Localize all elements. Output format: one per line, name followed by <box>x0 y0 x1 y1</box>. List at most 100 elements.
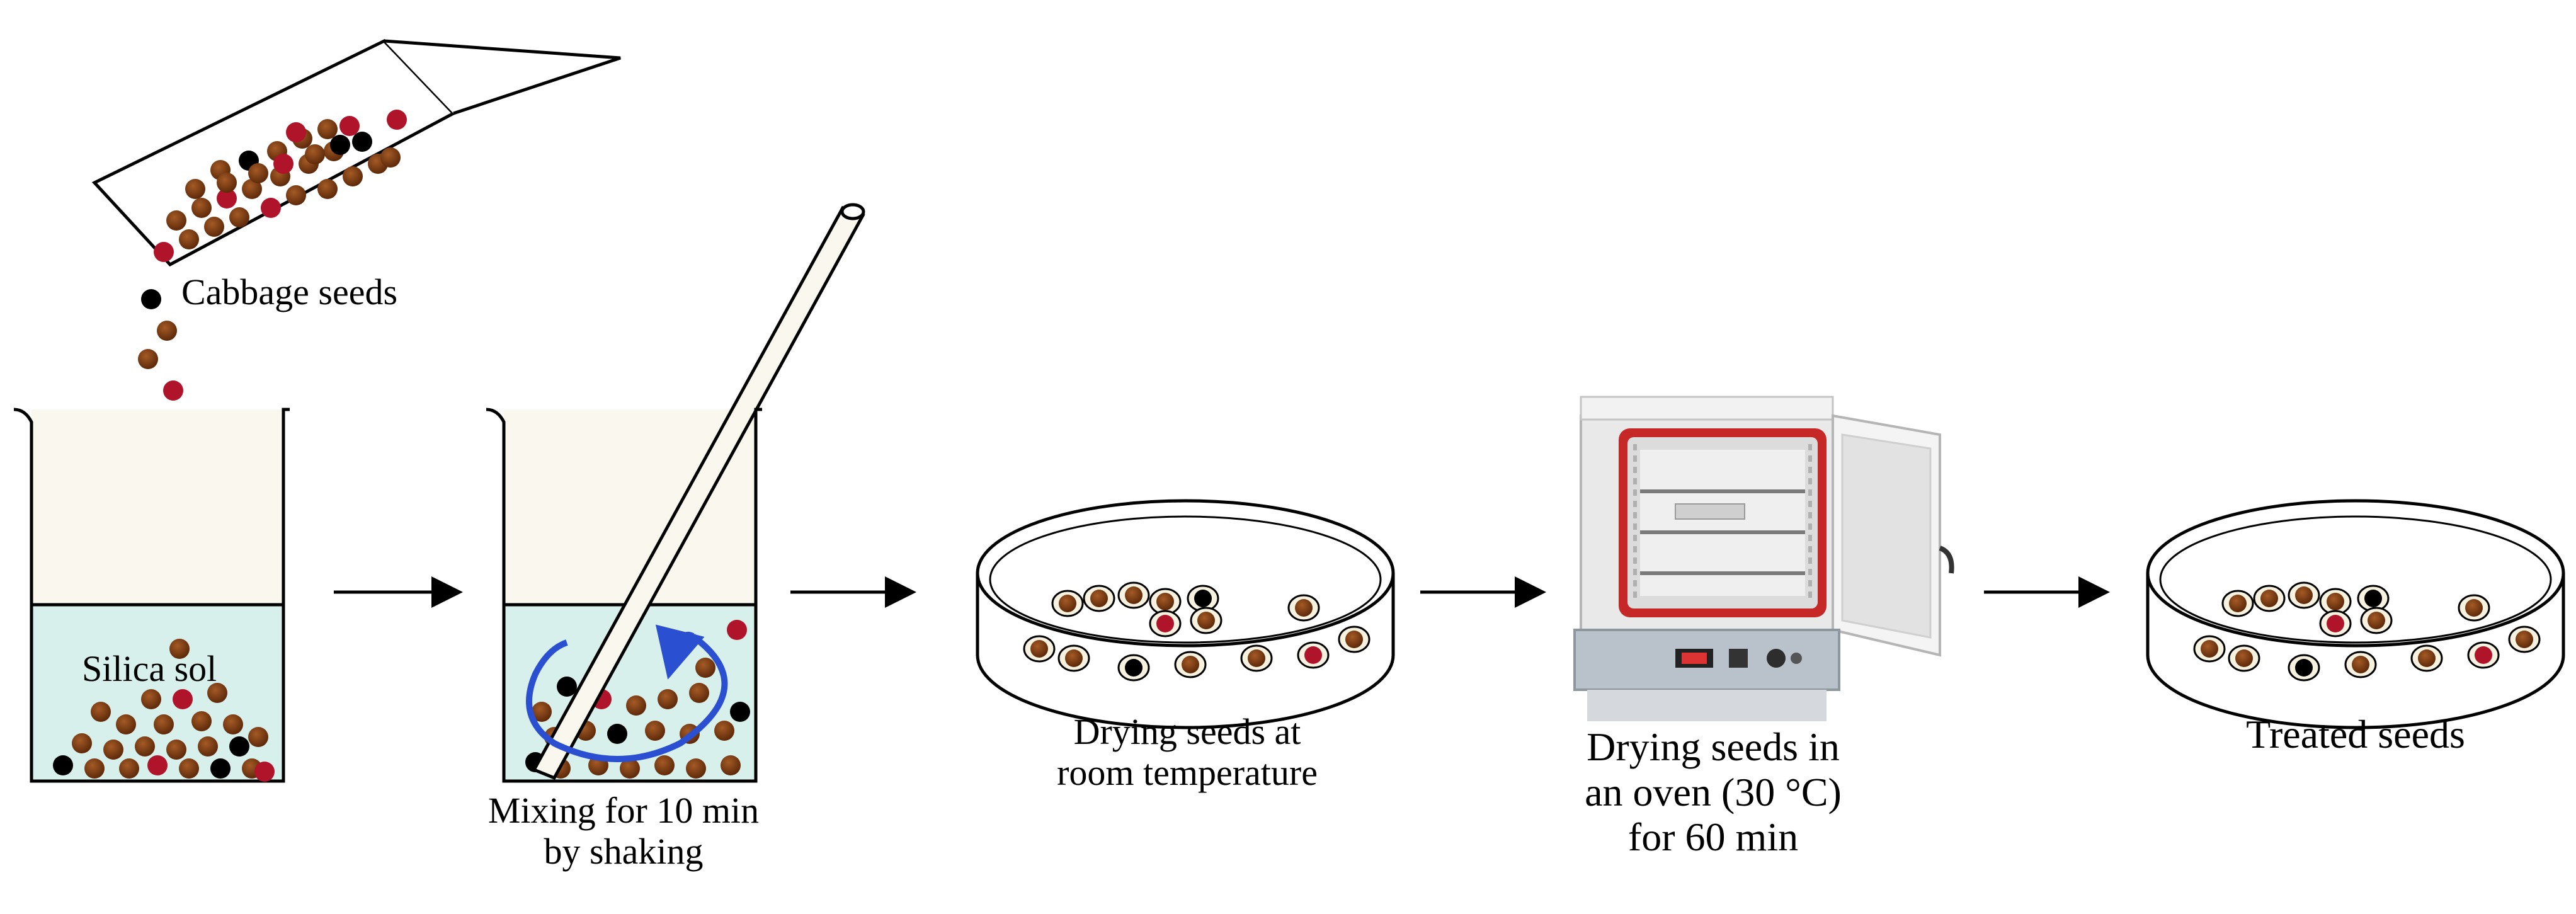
stirring-rod <box>532 203 865 780</box>
seed <box>1182 656 1199 673</box>
seed <box>141 689 161 709</box>
seed <box>1156 593 1174 610</box>
treated-seeds-label: Treated seeds <box>2246 712 2465 757</box>
seed <box>223 714 243 734</box>
seed <box>84 758 105 779</box>
seed <box>2368 612 2385 629</box>
seed <box>2475 646 2492 664</box>
seed <box>273 154 294 174</box>
seed <box>198 736 218 757</box>
seed <box>2327 593 2344 610</box>
beaker1-seeds <box>53 639 275 782</box>
seed <box>317 119 338 139</box>
seed <box>210 758 231 779</box>
seed <box>2201 640 2218 658</box>
seed <box>317 179 338 199</box>
seed <box>305 144 325 164</box>
seed <box>261 198 281 218</box>
seed <box>2327 615 2344 632</box>
drying-oven-label-line3: for 60 min <box>1627 814 1799 860</box>
drying-oven-label: Drying seeds in an oven (30 °C) for 60 m… <box>1537 724 1889 860</box>
seed <box>141 289 161 309</box>
beaker-silica-sol <box>13 408 290 783</box>
seed <box>185 179 205 199</box>
seed <box>1156 615 1174 632</box>
seed <box>1248 649 1265 667</box>
seed <box>103 740 123 760</box>
drying-oven <box>1573 396 1954 721</box>
seed <box>343 166 363 186</box>
seed <box>254 762 275 782</box>
seed <box>1125 659 1143 677</box>
beaker2-seeds <box>525 620 750 779</box>
drying-room-label: Drying seeds at room temperature <box>983 711 1392 794</box>
seed <box>2516 631 2533 648</box>
drying-room-label-line1: Drying seeds at <box>1073 711 1301 752</box>
seed <box>169 639 190 659</box>
seed <box>380 147 401 168</box>
dish1-seeds <box>1023 581 1371 682</box>
swirl-arrow <box>526 633 728 762</box>
seed <box>1090 590 1108 607</box>
beaker-mixing <box>486 203 865 783</box>
seed <box>163 380 183 401</box>
seed <box>179 758 199 779</box>
seed <box>2364 590 2382 607</box>
seed <box>286 122 306 142</box>
mixing-label-line2: by shaking <box>544 830 704 872</box>
seed <box>1059 595 1076 612</box>
seed <box>1345 631 1363 648</box>
seed <box>2352 656 2369 673</box>
seed <box>242 179 262 199</box>
seed <box>1295 599 1313 617</box>
cabbage-seeds-label: Cabbage seeds <box>181 271 398 312</box>
seed <box>2295 586 2313 604</box>
seed <box>119 758 139 779</box>
seed <box>695 658 715 678</box>
seed <box>2418 649 2436 667</box>
seed <box>154 714 174 734</box>
seed <box>721 755 741 775</box>
seed <box>1065 649 1083 667</box>
dish2-seeds <box>2193 581 2541 682</box>
seed <box>217 173 237 193</box>
seed <box>157 321 177 341</box>
seed <box>166 210 186 231</box>
seed <box>730 702 750 722</box>
seed <box>714 721 734 741</box>
seed <box>689 683 709 703</box>
seed <box>166 740 186 760</box>
seed <box>532 702 552 722</box>
seed <box>179 229 199 249</box>
seed <box>286 185 306 205</box>
seed <box>191 198 212 218</box>
seed <box>686 758 706 779</box>
seed <box>1030 640 1048 658</box>
seed <box>229 736 249 757</box>
mixing-label: Mixing for 10 min by shaking <box>428 790 819 872</box>
seed <box>204 217 224 237</box>
seed <box>191 711 212 731</box>
seed <box>217 188 237 209</box>
seed <box>91 702 111 722</box>
seed <box>1197 612 1215 629</box>
seed <box>1304 646 1322 664</box>
drying-oven-label-line2: an oven (30 °C) <box>1585 769 1842 814</box>
petri-dish-room-temp <box>976 499 1395 729</box>
seed <box>2229 595 2247 612</box>
seed <box>207 683 227 703</box>
seed <box>387 110 407 130</box>
seed <box>116 714 136 734</box>
seed <box>352 132 372 152</box>
seed <box>2260 590 2278 607</box>
seed <box>330 135 350 155</box>
seed <box>173 689 193 709</box>
seed <box>248 727 268 747</box>
petri-dish-treated <box>2146 499 2565 729</box>
seed <box>2465 599 2483 617</box>
seed <box>727 620 747 640</box>
seed <box>2235 649 2253 667</box>
seed <box>654 755 675 775</box>
seed <box>1194 590 1212 607</box>
